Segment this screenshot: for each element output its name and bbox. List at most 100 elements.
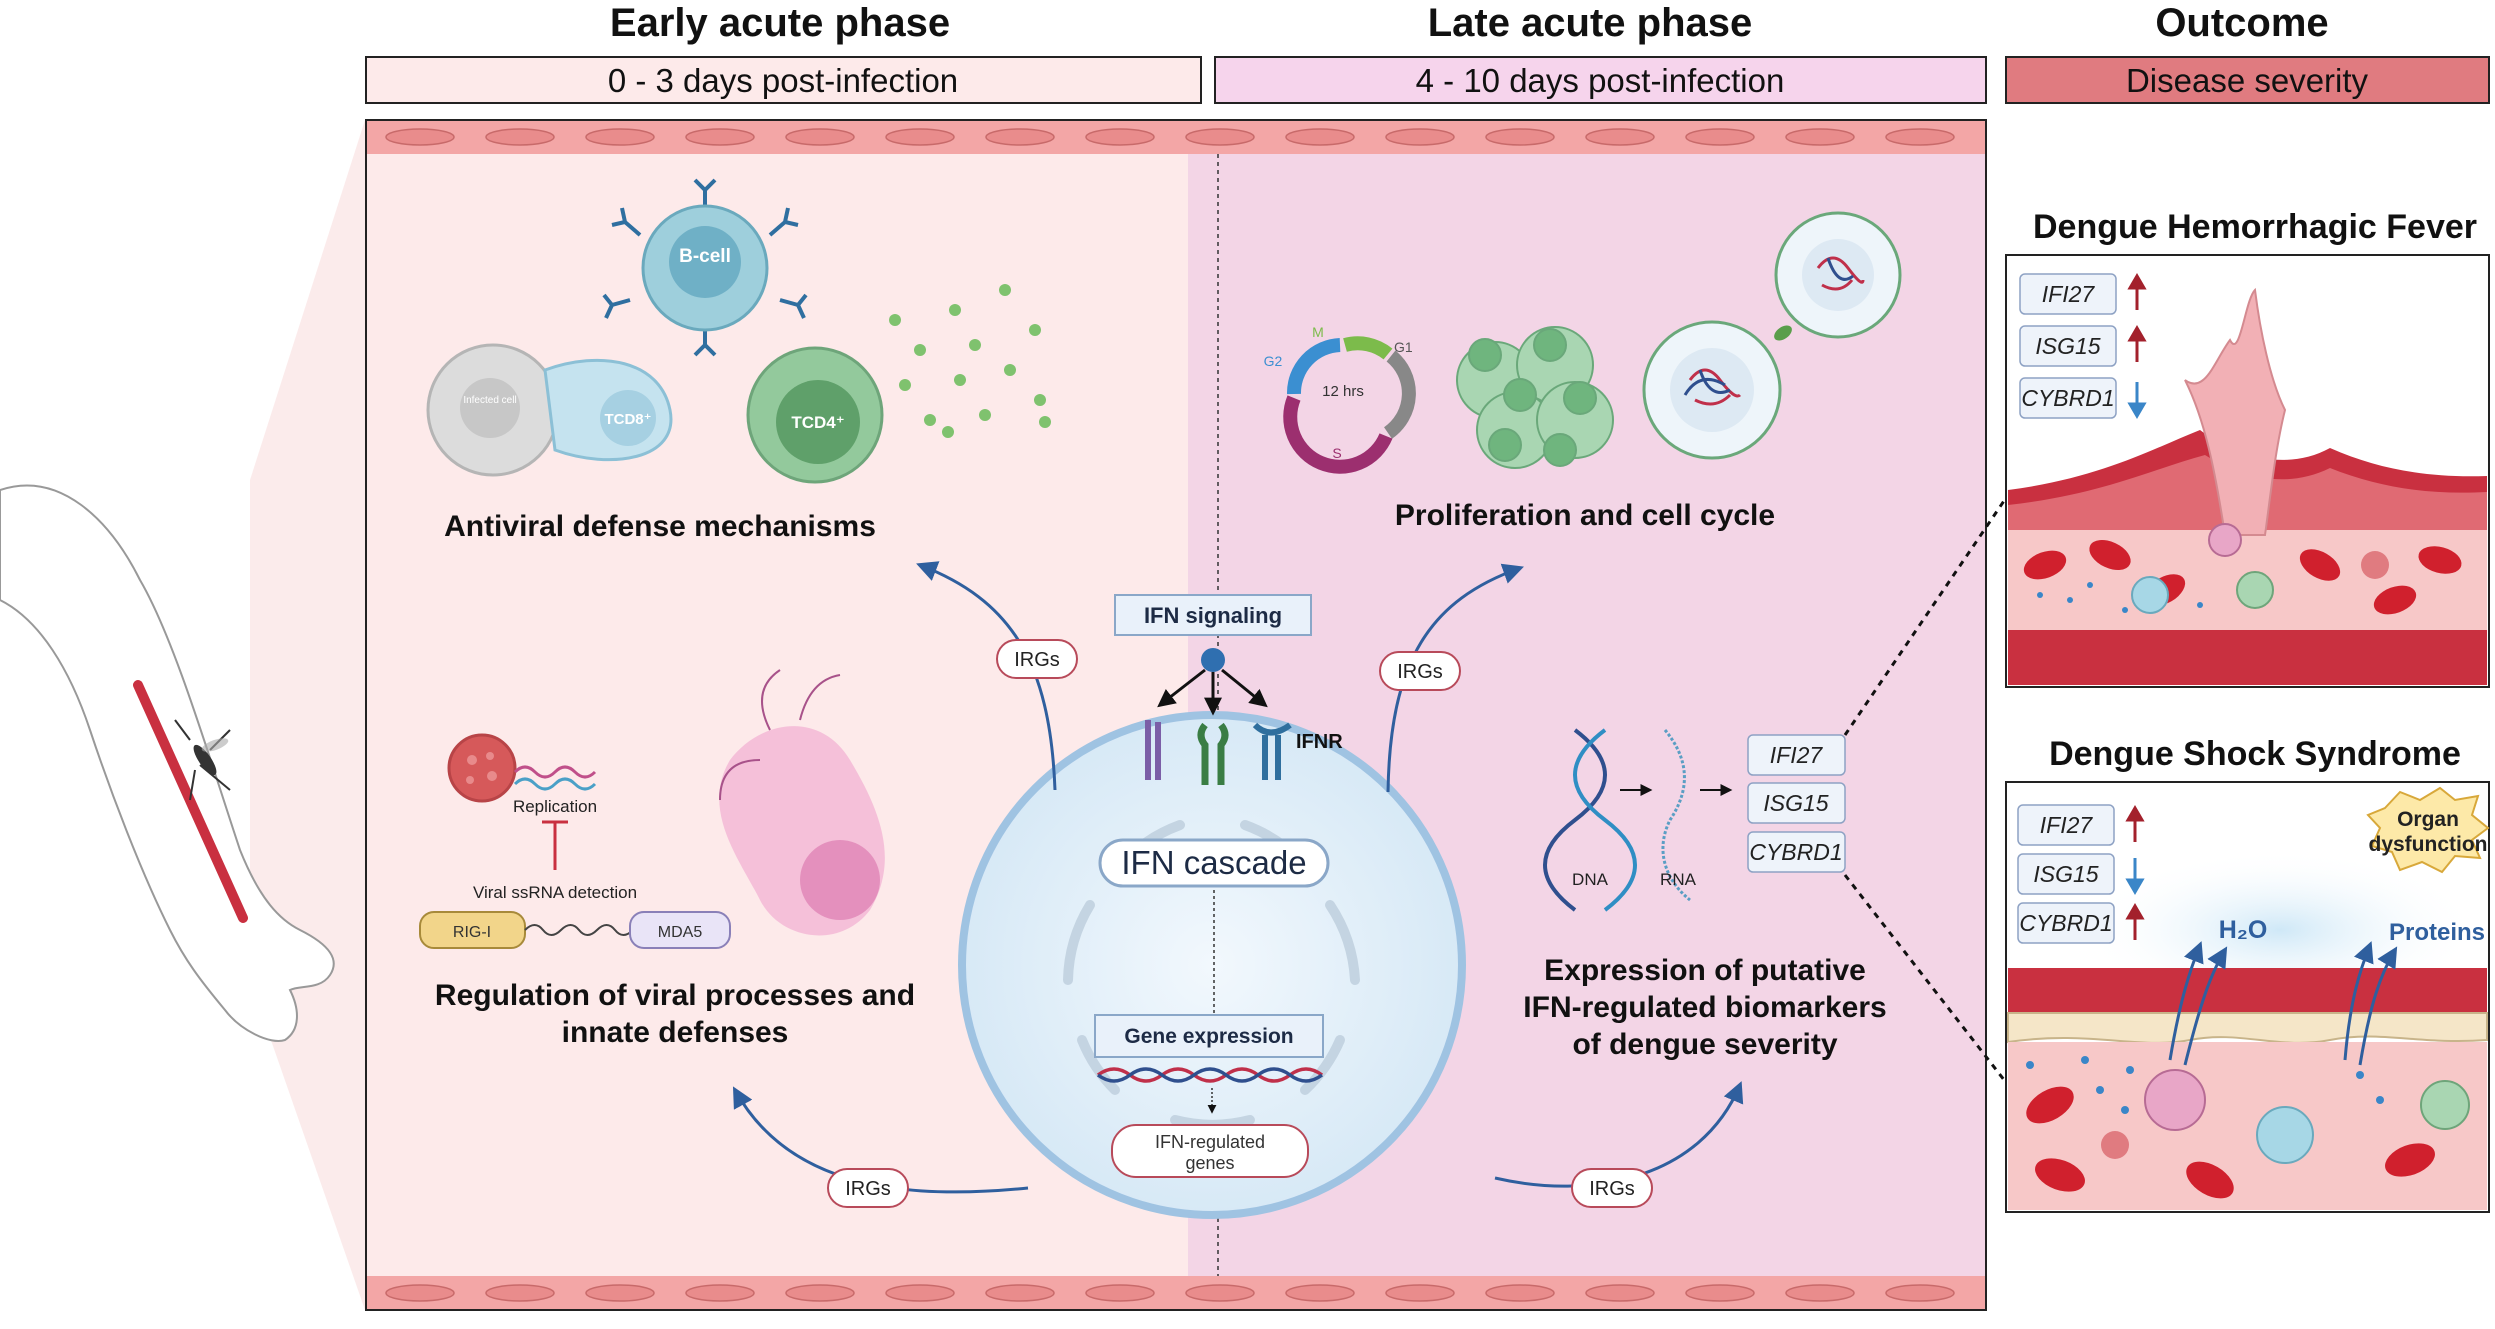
early-phase-title: Early acute phase bbox=[610, 1, 950, 45]
dhf-gene-ifi27: IFI27 bbox=[2042, 281, 2096, 307]
late-phase-subtitle: 4 - 10 days post-infection bbox=[1416, 62, 1785, 99]
down-arrow-icon bbox=[2125, 858, 2145, 895]
cell-cycle-icon: 12 hrs M G1 G2 S bbox=[1264, 324, 1416, 474]
cycle-g2-label: G2 bbox=[1264, 353, 1283, 369]
proliferation-title: Proliferation and cell cycle bbox=[1395, 499, 1775, 532]
gene-ifi27: IFI27 bbox=[1770, 742, 1824, 768]
inhibition-icon bbox=[542, 820, 568, 870]
main-panel-border bbox=[365, 119, 1987, 1311]
virus-particle-icon bbox=[447, 733, 517, 803]
ligand-arrows bbox=[1157, 668, 1268, 716]
vein-line bbox=[133, 680, 248, 923]
late-phase-title: Late acute phase bbox=[1428, 1, 1753, 45]
irg-badge-top-left: IRGs bbox=[996, 639, 1078, 679]
ifn-regulated-line2: genes bbox=[1185, 1153, 1234, 1173]
outcome-bar bbox=[2005, 56, 2490, 104]
ifn-signaling-box bbox=[1114, 594, 1312, 636]
irg-badge-bottom-right: IRGs bbox=[1571, 1168, 1653, 1208]
outcome-title: Outcome bbox=[2155, 1, 2328, 45]
irg-label-bottom-right: IRGs bbox=[1589, 1178, 1635, 1200]
dhf-gene-cybrd1: CYBRD1 bbox=[2021, 385, 2114, 411]
gene-box-cybrd1 bbox=[1747, 831, 1846, 873]
rna-label: RNA bbox=[1660, 870, 1697, 889]
gene-expression-box bbox=[1094, 1014, 1324, 1058]
gene-isg15: ISG15 bbox=[1763, 790, 1828, 816]
organ-line1: Organ bbox=[2397, 808, 2459, 831]
endothelium-top bbox=[366, 120, 1986, 154]
early-phase-bar bbox=[365, 56, 1202, 104]
endothelium-bottom bbox=[366, 1276, 1986, 1310]
up-arrow-icon bbox=[2127, 273, 2147, 310]
ifn-regulated-genes-badge bbox=[1111, 1124, 1309, 1178]
dss-marker-ifi27: IFI27 bbox=[2017, 804, 2145, 846]
proteins-label: Proteins bbox=[2389, 919, 2485, 946]
b-cell-icon: B-cell bbox=[602, 178, 808, 357]
ifn-cascade-label: IFN cascade bbox=[1121, 844, 1306, 881]
cycle-center-label: 12 hrs bbox=[1322, 383, 1364, 400]
antiviral-title: Antiviral defense mechanisms bbox=[444, 510, 876, 543]
expression-title-line2: IFN-regulated biomarkers bbox=[1523, 991, 1886, 1024]
late-phase-bar bbox=[1214, 56, 1987, 104]
ifn-cascade-badge bbox=[1098, 838, 1330, 888]
dss-marker-isg15: ISG15 bbox=[2017, 853, 2145, 895]
dna-helix-center bbox=[1096, 1067, 1324, 1083]
rig-i-label: RIG-I bbox=[453, 924, 491, 941]
dna-icon bbox=[1543, 728, 1637, 912]
dss-blood-cells bbox=[2026, 1056, 2470, 1199]
dhf-marker-isg15: ISG15 bbox=[2019, 325, 2147, 367]
h2o-label: H₂O bbox=[2219, 916, 2268, 944]
irg-badge-top-right: IRGs bbox=[1379, 651, 1461, 691]
cycle-m-label: M bbox=[1312, 324, 1324, 340]
rna-wave-icon bbox=[513, 765, 597, 791]
early-phase-subtitle: 0 - 3 days post-infection bbox=[608, 62, 958, 99]
ifnr-label: IFNR bbox=[1296, 731, 1343, 753]
irg-label-top-right: IRGs bbox=[1397, 661, 1443, 683]
cytokine-dots bbox=[889, 284, 1051, 438]
up-arrow-icon bbox=[2127, 325, 2147, 362]
connector-dhf bbox=[1843, 494, 2010, 736]
organ-dysfunction-burst: Organ dysfunction bbox=[2366, 786, 2490, 874]
up-arrow-icon bbox=[2125, 805, 2145, 842]
gene-cybrd1: CYBRD1 bbox=[1749, 839, 1842, 865]
up-arrow-icon bbox=[2125, 903, 2145, 940]
expression-title-line1: Expression of putative bbox=[1544, 954, 1866, 987]
irg-label-top-left: IRGs bbox=[1014, 649, 1060, 671]
irg-label-bottom-left: IRGs bbox=[845, 1178, 891, 1200]
gene-box-isg15 bbox=[1747, 782, 1846, 824]
gene-expression-label: Gene expression bbox=[1124, 1025, 1293, 1048]
dhf-marker-ifi27: IFI27 bbox=[2019, 273, 2147, 315]
ifn-signaling-label: IFN signaling bbox=[1144, 603, 1282, 628]
proliferating-cells-icon bbox=[1456, 326, 1614, 469]
b-cell-label: B-cell bbox=[679, 246, 731, 267]
ifn-regulated-line1: IFN-regulated bbox=[1155, 1132, 1265, 1152]
dss-panel: Organ dysfunction H₂O Proteins bbox=[2005, 781, 2490, 1213]
infected-cell-label: Infected cell bbox=[463, 395, 516, 406]
dss-marker-cybrd1: CYBRD1 bbox=[2017, 902, 2145, 944]
tcd8-cell-icon: TCD8⁺ bbox=[543, 358, 673, 462]
ifn-ligand-icon bbox=[1201, 648, 1225, 672]
infected-cell-icon: Infected cell bbox=[426, 343, 560, 477]
down-arrow-icon bbox=[2127, 382, 2147, 419]
ssrna-detection-label: Viral ssRNA detection bbox=[473, 883, 637, 902]
gene-list: IFI27 ISG15 CYBRD1 bbox=[1747, 734, 1846, 873]
mda5-sensor: MDA5 bbox=[629, 911, 731, 949]
tcd8-label: TCD8⁺ bbox=[604, 411, 651, 428]
organ-line2: dysfunction bbox=[2369, 833, 2488, 856]
rna-icon bbox=[1661, 729, 1691, 902]
leak-arrows bbox=[2168, 941, 2398, 1066]
dss-title: Dengue Shock Syndrome bbox=[2049, 735, 2461, 773]
irg-badge-bottom-left: IRGs bbox=[827, 1168, 909, 1208]
ifn-receptor-icon bbox=[1145, 720, 1292, 785]
regulation-title-line1: Regulation of viral processes and bbox=[435, 979, 915, 1012]
macrophage-icon bbox=[719, 669, 885, 936]
dss-gene-cybrd1: CYBRD1 bbox=[2019, 910, 2112, 936]
cycle-g1-label: G1 bbox=[1394, 339, 1413, 355]
tcd4-label: TCD4⁺ bbox=[791, 413, 844, 432]
regulation-title-line2: innate defenses bbox=[562, 1016, 789, 1049]
mda5-label: MDA5 bbox=[658, 924, 703, 941]
expression-title-line3: of dengue severity bbox=[1572, 1028, 1837, 1061]
connector-dss bbox=[1843, 874, 2010, 1086]
outcome-subtitle: Disease severity bbox=[2126, 62, 2369, 99]
